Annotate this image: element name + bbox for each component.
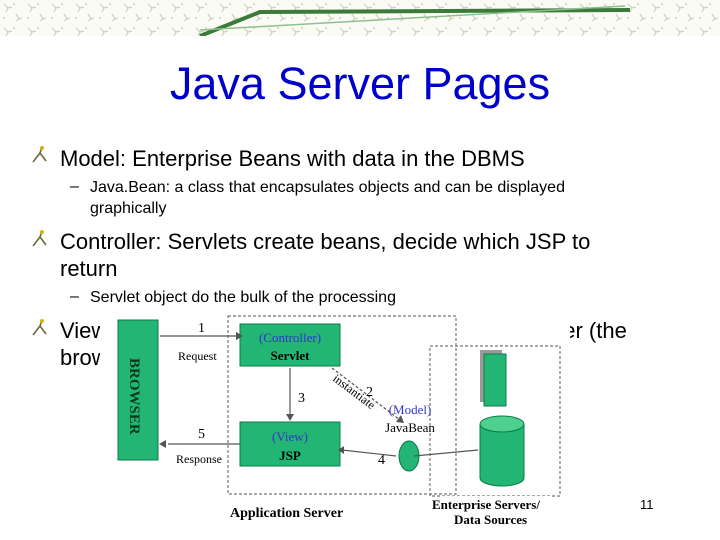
sprig-bullet-icon: [32, 319, 47, 336]
sub-bullet-servlet: Servlet object do the bulk of the proces…: [90, 289, 396, 306]
app-server-label: Application Server: [230, 506, 343, 521]
bullet-controller-line1: Controller: Servlets create beans, decid…: [60, 229, 591, 254]
servlet-label: Servlet: [271, 348, 311, 363]
page-number: 11: [640, 497, 654, 512]
step-2: 2: [366, 385, 373, 400]
bullet-controller-line2: return: [60, 256, 118, 281]
bullet-model: Model: Enterprise Beans with data in the…: [60, 146, 525, 171]
view-tag: (View): [272, 429, 308, 444]
sprig-bullet-icon: [32, 146, 47, 163]
sub-bullet-javabean-line1: Java.Bean: a class that encapsulates obj…: [90, 179, 565, 196]
step-1: 1: [198, 321, 205, 336]
sub-dash: –: [70, 178, 79, 195]
step-5: 5: [198, 427, 205, 442]
javabean-label: JavaBean: [385, 420, 435, 435]
sub-dash: –: [70, 288, 79, 305]
jsp-label: JSP: [279, 448, 301, 463]
controller-tag: (Controller): [259, 330, 321, 345]
bullet-view-line2-start: brow: [60, 345, 108, 370]
mvc-diagram: BROWSER (Controller) Servlet (View) JSP …: [100, 310, 570, 532]
step-3: 3: [298, 391, 305, 406]
database-icon: [479, 415, 525, 487]
server-icon: [480, 350, 507, 407]
instantiate-arrow: [331, 367, 401, 421]
request-label: Request: [178, 349, 217, 363]
bullet-view-start: View: [60, 318, 108, 343]
swoosh-line: [199, 8, 631, 38]
sprig-bullet-icon: [32, 230, 47, 247]
slide-title: Java Server Pages: [169, 58, 551, 109]
sub-bullet-javabean-line2: graphically: [90, 200, 167, 217]
browser-label: BROWSER: [126, 358, 142, 435]
title-band: [0, 36, 720, 130]
model-tag: (Model): [389, 402, 432, 417]
enterprise-label-line2: Data Sources: [454, 512, 527, 527]
jsp-box: [239, 421, 341, 467]
step-4: 4: [378, 453, 385, 468]
enterprise-label-line1: Enterprise Servers/: [432, 497, 540, 512]
response-label: Response: [176, 452, 222, 466]
browser-box: [117, 319, 159, 461]
servlet-box: [239, 323, 341, 367]
app-server-box: [227, 315, 457, 495]
